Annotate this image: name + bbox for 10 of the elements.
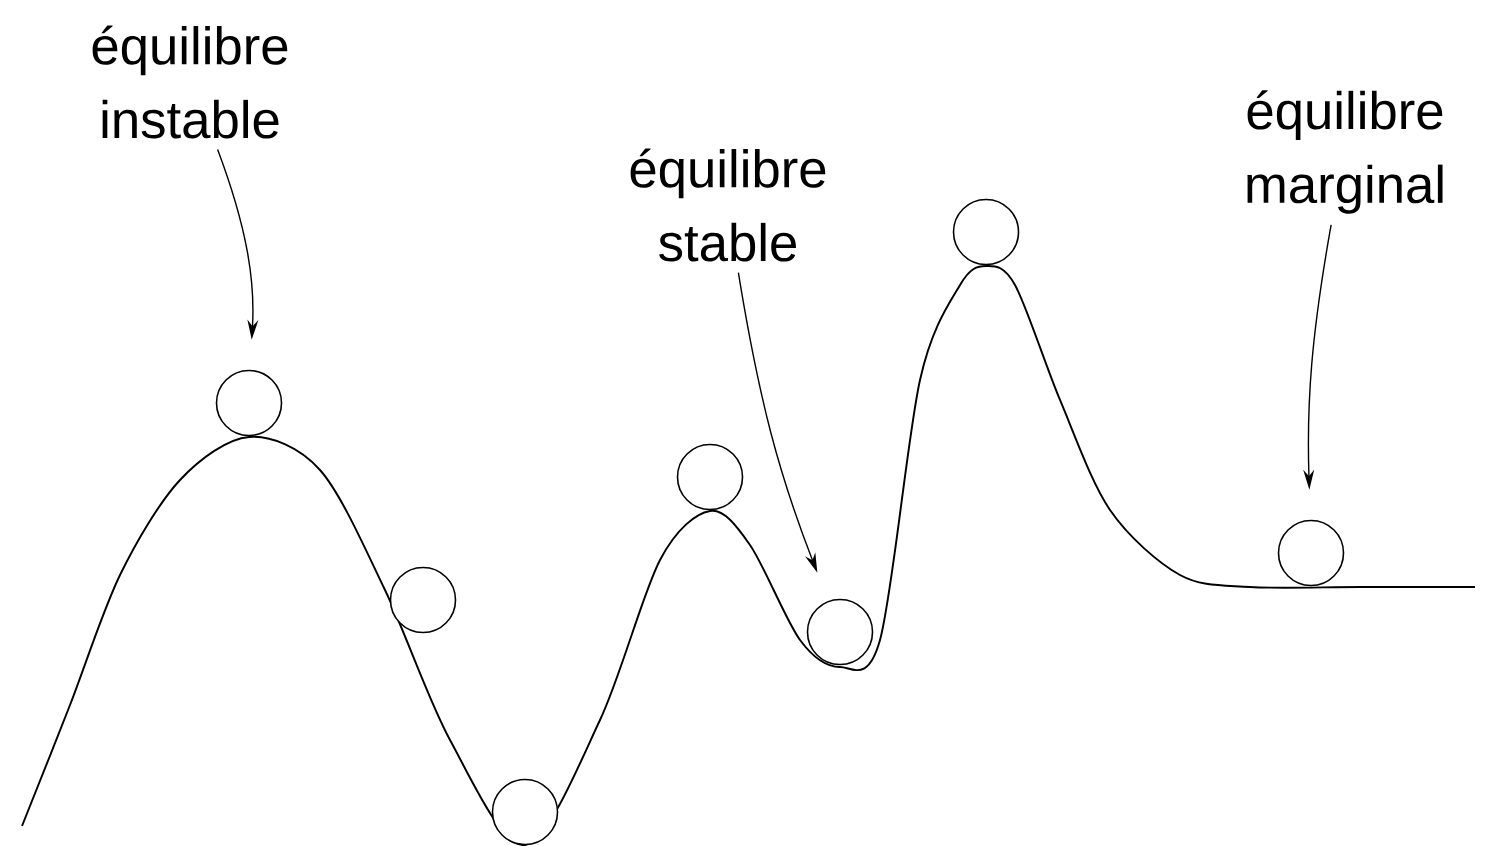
label-text: équilibre marginal — [1247, 90, 1443, 214]
label-text: équilibre stable — [630, 148, 826, 262]
ball — [1277, 519, 1345, 587]
ball — [491, 778, 559, 846]
label-text: équilibre instable — [92, 25, 288, 139]
ball — [676, 443, 744, 511]
ball — [215, 369, 283, 437]
ball — [806, 598, 874, 666]
ball — [952, 198, 1020, 266]
ball — [389, 566, 457, 634]
